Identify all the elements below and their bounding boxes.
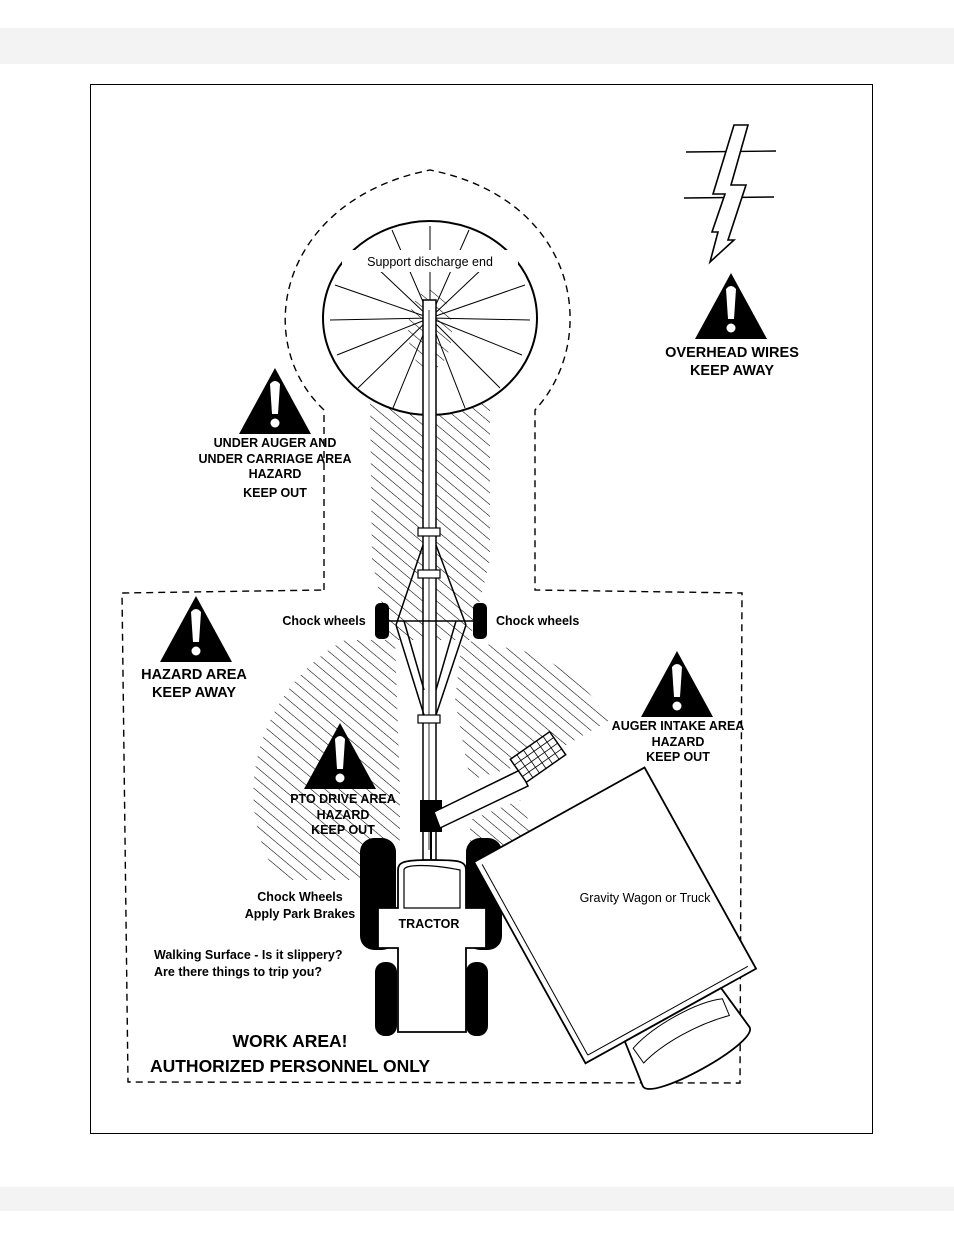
gravity-wagon-label: Gravity Wagon or Truck <box>579 891 711 905</box>
warning-icon <box>695 273 767 339</box>
top-band <box>0 28 954 64</box>
tractor-label: TRACTOR <box>398 917 460 931</box>
walking-surface-label: Walking Surface - Is it slippery? Are th… <box>154 948 343 979</box>
chock-wheel-left <box>375 603 389 639</box>
auger-intake-label: AUGER INTAKE AREA HAZARD KEEP OUT <box>611 719 745 765</box>
work-area-boundary <box>121 169 743 1084</box>
lightning-icon <box>683 124 777 265</box>
pto-drive-label: PTO DRIVE AREA HAZARD KEEP OUT <box>290 792 396 838</box>
hazard-area-hatch-right <box>455 640 610 780</box>
auger-tube <box>417 299 441 861</box>
chock-wheels-right-label: Chock wheels <box>496 614 580 628</box>
support-discharge-label: Support discharge end <box>367 255 493 269</box>
chock-wheel-right <box>473 603 487 639</box>
work-area-label: WORK AREA! AUTHORIZED PERSONNEL ONLY <box>149 1031 431 1076</box>
warning-icon <box>641 651 713 717</box>
bottom-band <box>0 1187 954 1211</box>
overhead-wires-label: OVERHEAD WIRES KEEP AWAY <box>665 345 799 380</box>
intake-hopper <box>433 730 567 830</box>
chock-wheels-left-label: Chock wheels <box>282 614 366 628</box>
warning-icon <box>160 596 232 662</box>
hazard-area-label: HAZARD AREA KEEP AWAY <box>141 667 247 702</box>
tractor <box>360 838 502 1036</box>
gravity-wagon <box>472 766 758 1090</box>
under-auger-label: UNDER AUGER AND UNDER CARRIAGE AREA HAZA… <box>198 436 352 500</box>
pto-drive-box <box>420 800 442 832</box>
undercarriage <box>386 544 478 716</box>
chock-tractor-label: Chock Wheels Apply Park Brakes <box>244 890 356 921</box>
